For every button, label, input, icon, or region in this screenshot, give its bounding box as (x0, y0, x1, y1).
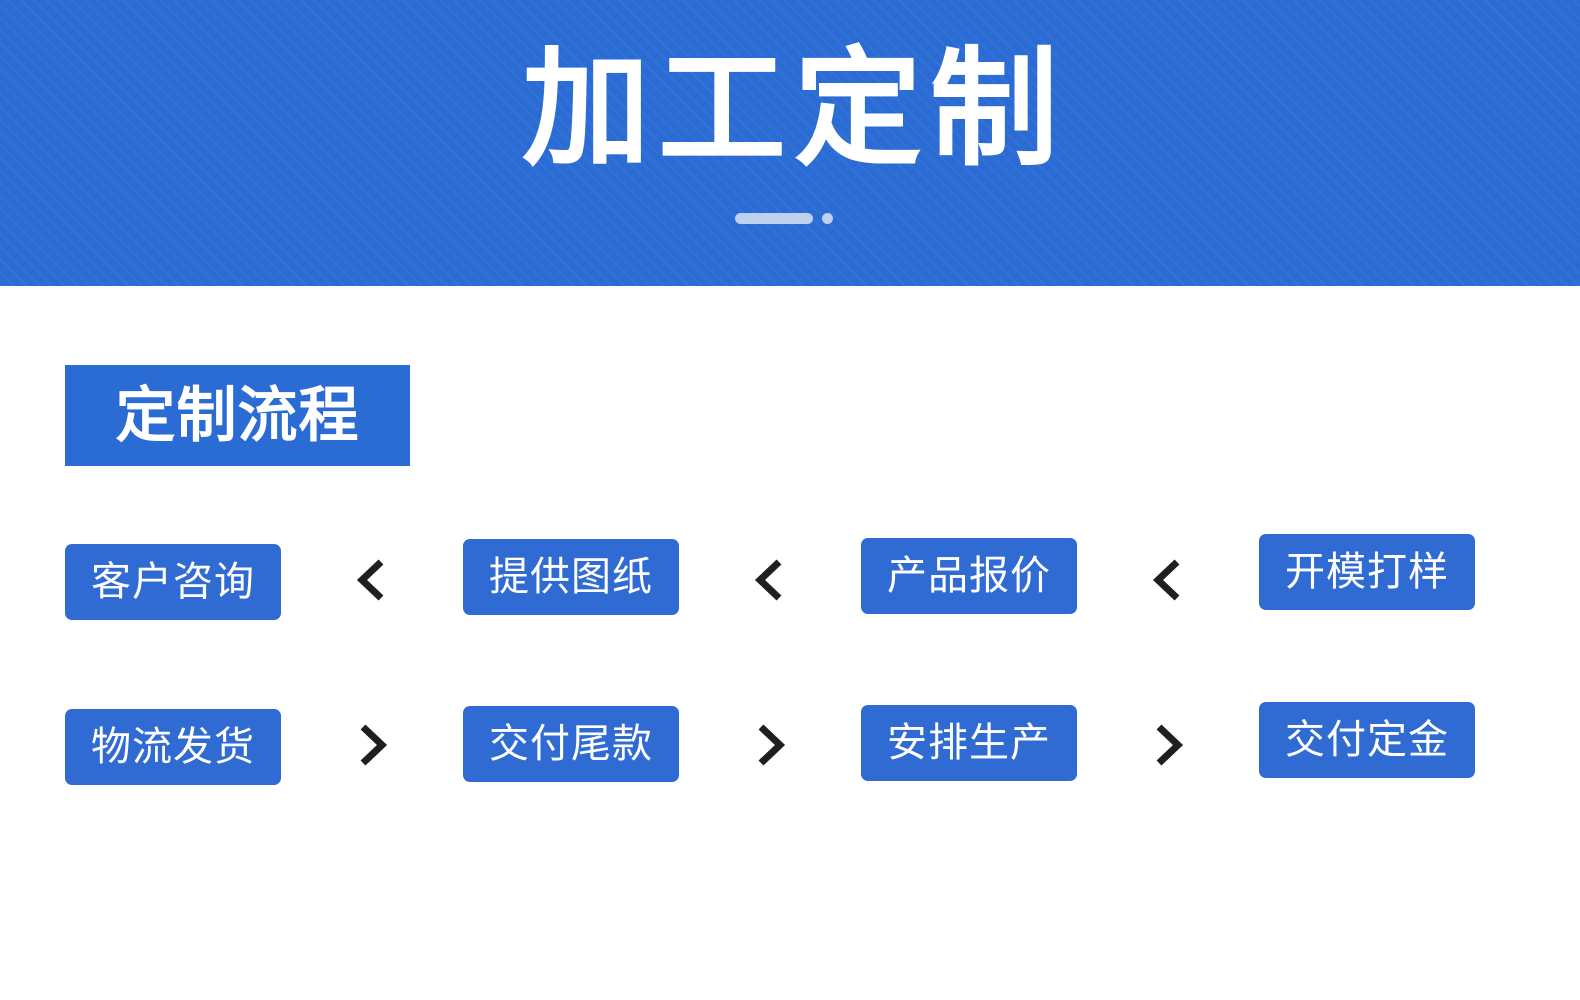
chevron-right-icon (281, 722, 463, 768)
section-heading-block: 定制流程 (65, 365, 410, 466)
chevron-right-icon (679, 722, 861, 768)
chevron-left-icon (1077, 557, 1259, 603)
process-step-arrange-production[interactable]: 安排生产 (861, 705, 1077, 781)
decoration-dot-icon (822, 212, 833, 224)
process-step-product-quotation[interactable]: 产品报价 (861, 538, 1077, 614)
page-banner: 加工定制 (0, 0, 1580, 286)
process-step-deposit-payment[interactable]: 交付定金 (1259, 702, 1475, 778)
banner-content: 加工定制 (0, 0, 1580, 286)
process-step-label: 提供图纸 (489, 555, 653, 599)
process-step-mold-sampling[interactable]: 开模打样 (1259, 534, 1475, 610)
decoration-bar (735, 212, 813, 224)
process-section: 定制流程 客户咨询 提供图纸 产品报价 (0, 286, 1580, 1000)
process-step-provide-drawings[interactable]: 提供图纸 (463, 539, 679, 615)
process-step-label: 安排生产 (887, 721, 1051, 765)
process-step-label: 客户咨询 (91, 560, 255, 604)
page-title: 加工定制 (521, 38, 1066, 181)
chevron-right-icon (1077, 722, 1259, 768)
process-step-logistics-shipping[interactable]: 物流发货 (65, 709, 281, 785)
banner-underline-decoration (735, 212, 845, 224)
process-step-label: 交付尾款 (489, 722, 653, 766)
process-flow-row-1: 客户咨询 提供图纸 产品报价 (65, 534, 1475, 620)
process-step-label: 交付定金 (1285, 718, 1449, 762)
process-step-final-payment[interactable]: 交付尾款 (463, 706, 679, 782)
section-heading-label: 定制流程 (115, 381, 360, 449)
process-step-customer-inquiry[interactable]: 客户咨询 (65, 544, 281, 620)
process-step-label: 开模打样 (1285, 550, 1449, 594)
chevron-left-icon (679, 557, 861, 603)
process-step-label: 产品报价 (887, 554, 1051, 598)
process-step-label: 物流发货 (91, 725, 255, 769)
process-flow-row-2: 物流发货 交付尾款 安排生产 (65, 701, 1475, 785)
chevron-left-icon (281, 557, 463, 603)
